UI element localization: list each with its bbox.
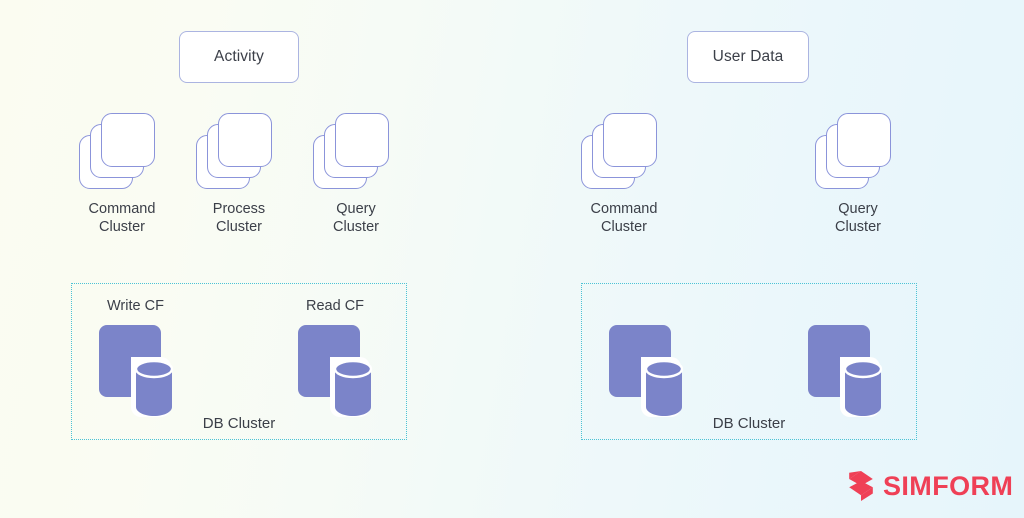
cluster-label-line1: Command (590, 201, 658, 217)
cluster-label: Command Cluster (564, 200, 684, 236)
db-cluster-activity: Write CF Read CF DB Cluster (71, 283, 407, 440)
cluster-label: Process Cluster (179, 200, 299, 236)
cluster-label-line1: Process (212, 201, 266, 217)
cluster-label-line2: Cluster (601, 219, 647, 235)
database-icon (807, 324, 895, 418)
stacked-cards-icon (79, 113, 165, 191)
cluster-label-line2: Cluster (99, 219, 145, 235)
db-cluster-label: DB Cluster (712, 415, 786, 432)
section-header-label: Activity (214, 48, 264, 65)
cluster-label: Command Cluster (62, 200, 182, 236)
cluster-label-line2: Cluster (835, 219, 881, 235)
database-icon (608, 324, 696, 418)
cluster-label: Query Cluster (296, 200, 416, 236)
cluster-label-line1: Command (88, 201, 156, 217)
cluster-command-user-data: Command Cluster (564, 113, 684, 236)
stacked-card-front (837, 113, 891, 167)
cluster-label-line1: Query (336, 201, 376, 217)
section-header-label: User Data (712, 48, 784, 65)
cluster-label-line1: Query (838, 201, 878, 217)
cluster-query-user-data: Query Cluster (798, 113, 918, 236)
stacked-cards-icon (815, 113, 901, 191)
stacked-cards-icon (196, 113, 282, 191)
database-icon (297, 324, 385, 418)
simform-bolt-icon (849, 471, 873, 501)
db-cluster-label: DB Cluster (202, 415, 276, 432)
cluster-query-activity: Query Cluster (296, 113, 416, 236)
database-icon (98, 324, 186, 418)
db-node-label-write-cf: Write CF (107, 298, 164, 314)
simform-logo: SIMFORM (846, 470, 1013, 502)
cluster-label-line2: Cluster (333, 219, 379, 235)
stacked-card-front (101, 113, 155, 167)
db-node-label-read-cf: Read CF (306, 298, 365, 314)
cluster-label-line2: Cluster (216, 219, 262, 235)
section-header-user-data: User Data (687, 31, 809, 83)
db-cluster-user-data: DB Cluster (581, 283, 917, 440)
cluster-process-activity: Process Cluster (179, 113, 299, 236)
stacked-cards-icon (581, 113, 667, 191)
stacked-card-front (335, 113, 389, 167)
section-header-activity: Activity (179, 31, 299, 83)
stacked-card-front (603, 113, 657, 167)
cluster-label: Query Cluster (798, 200, 918, 236)
cluster-command-activity: Command Cluster (62, 113, 182, 236)
stacked-card-front (218, 113, 272, 167)
stacked-cards-icon (313, 113, 399, 191)
simform-logo-text: SIMFORM (883, 470, 1014, 501)
